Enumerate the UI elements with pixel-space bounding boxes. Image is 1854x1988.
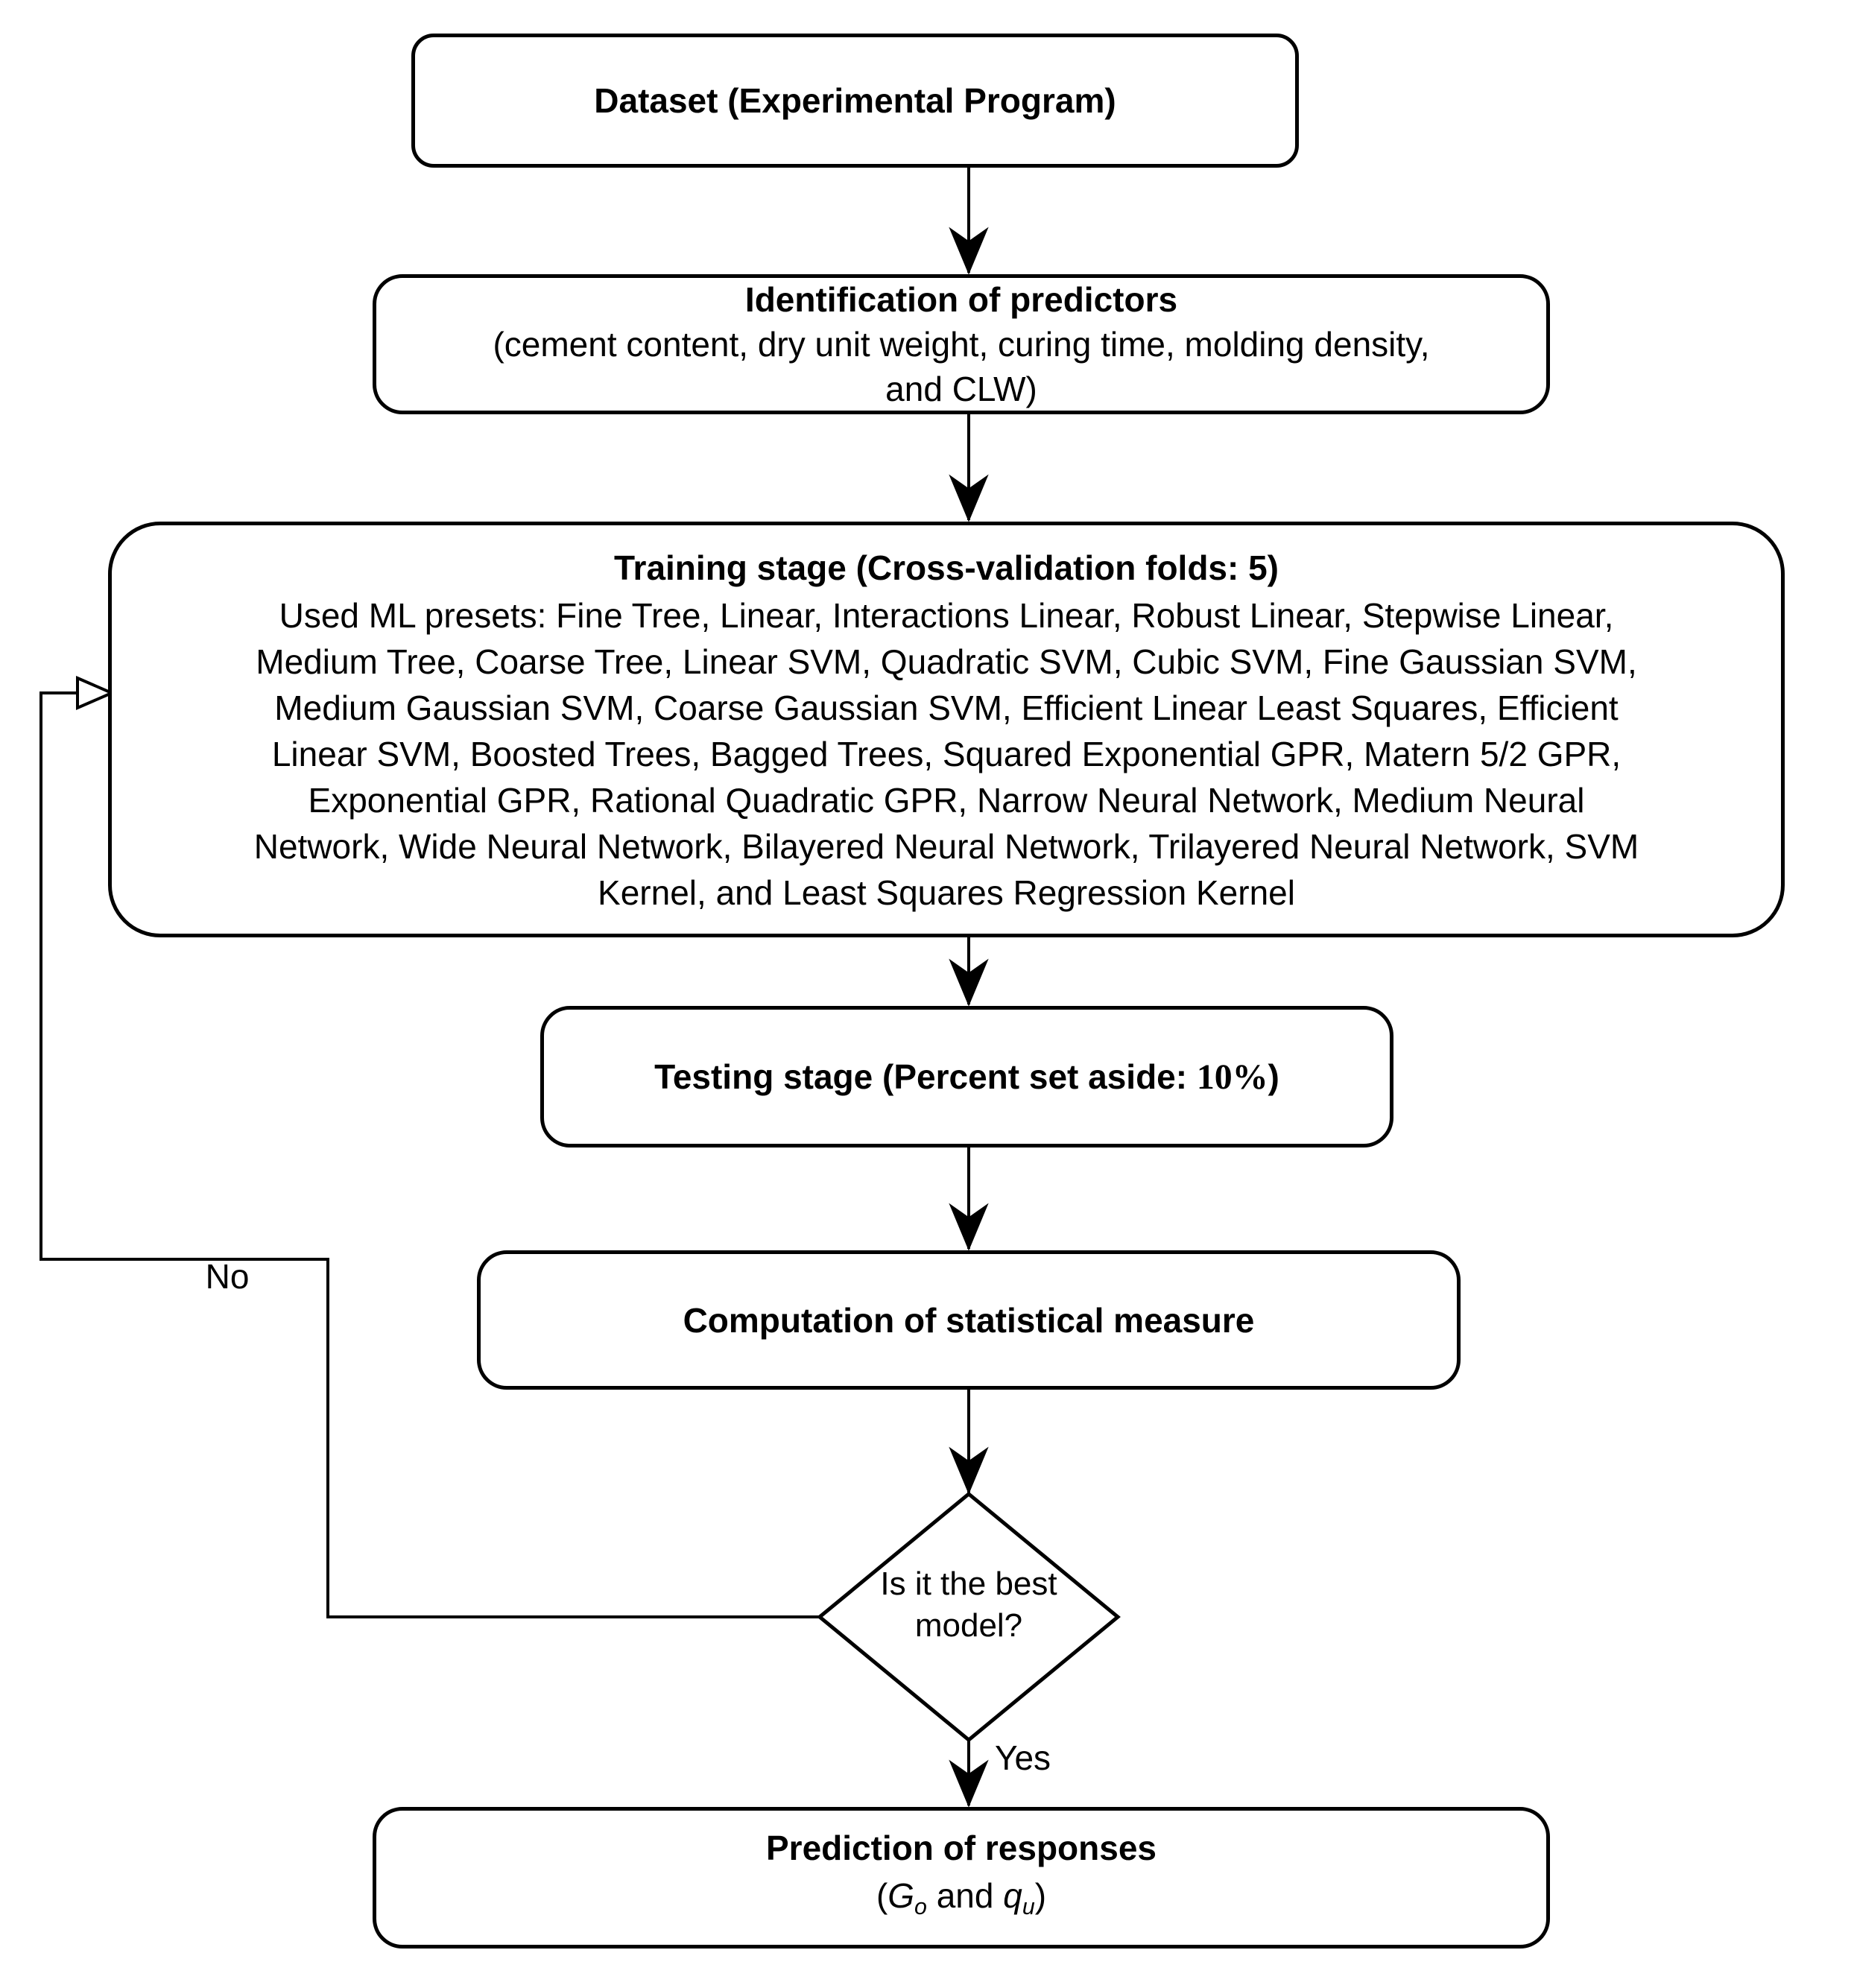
node-training: Training stage (Cross-validation folds: … [108, 522, 1785, 937]
decision-label: Is it the best model? [820, 1563, 1118, 1647]
no-feedback-line [39, 691, 820, 1618]
testing-percent-value: 10% [1196, 1057, 1268, 1097]
no-label: No [205, 1257, 250, 1296]
open-arrowhead-icon [76, 675, 116, 711]
decision-label-line: model? [914, 1607, 1023, 1644]
prediction-paren-open: ( [876, 1875, 888, 1915]
node-computation: Computation of statistical measure [477, 1250, 1461, 1390]
training-title: Training stage (Cross-validation folds: … [613, 548, 1279, 587]
node-testing: Testing stage (Percent set aside: 10%) [540, 1006, 1393, 1147]
yes-label: Yes [995, 1738, 1051, 1777]
dataset-label: Dataset (Experimental Program) [594, 81, 1116, 120]
training-presets-line: Network, Wide Neural Network, Bilayered … [253, 827, 1639, 866]
identification-title: Identification of predictors [744, 280, 1178, 319]
testing-label: Testing stage (Percent set aside: 10%) [654, 1054, 1279, 1100]
identification-detail-line: and CLW) [885, 370, 1037, 408]
training-presets-line: Linear SVM, Boosted Trees, Bagged Trees,… [271, 735, 1622, 773]
training-presets-line: Kernel, and Least Squares Regression Ker… [598, 873, 1295, 912]
training-presets-line: Exponential GPR, Rational Quadratic GPR,… [308, 781, 1585, 820]
training-presets-line: Used ML presets: Fine Tree, Linear, Inte… [279, 596, 1614, 635]
prediction-response1-subscript: o [914, 1895, 927, 1920]
computation-label: Computation of statistical measure [683, 1300, 1255, 1340]
identification-detail-line: (cement content, dry unit weight, curing… [493, 325, 1430, 364]
training-presets-line: Medium Gaussian SVM, Coarse Gaussian SVM… [274, 688, 1619, 727]
prediction-responses: (Go and qu) [876, 1872, 1046, 1931]
node-identification: Identification of predictors (cement con… [373, 274, 1550, 414]
training-presets-line: Medium Tree, Coarse Tree, Linear SVM, Qu… [256, 642, 1637, 681]
prediction-title: Prediction of responses [765, 1828, 1157, 1867]
testing-label-prefix: Testing stage (Percent set aside: [654, 1057, 1197, 1096]
decision-label-line: Is it the best [880, 1566, 1057, 1602]
testing-label-suffix: ) [1268, 1057, 1279, 1096]
prediction-response2-subscript: u [1022, 1895, 1035, 1920]
prediction-response2-symbol: q [1003, 1875, 1022, 1915]
decision-diamond-shape [817, 1491, 1121, 1743]
prediction-response1-symbol: G [888, 1875, 915, 1915]
node-prediction: Prediction of responses (Go and qu) [373, 1807, 1550, 1949]
prediction-separator: and [926, 1875, 1004, 1915]
prediction-paren-close: ) [1034, 1875, 1047, 1915]
node-dataset: Dataset (Experimental Program) [411, 34, 1299, 168]
